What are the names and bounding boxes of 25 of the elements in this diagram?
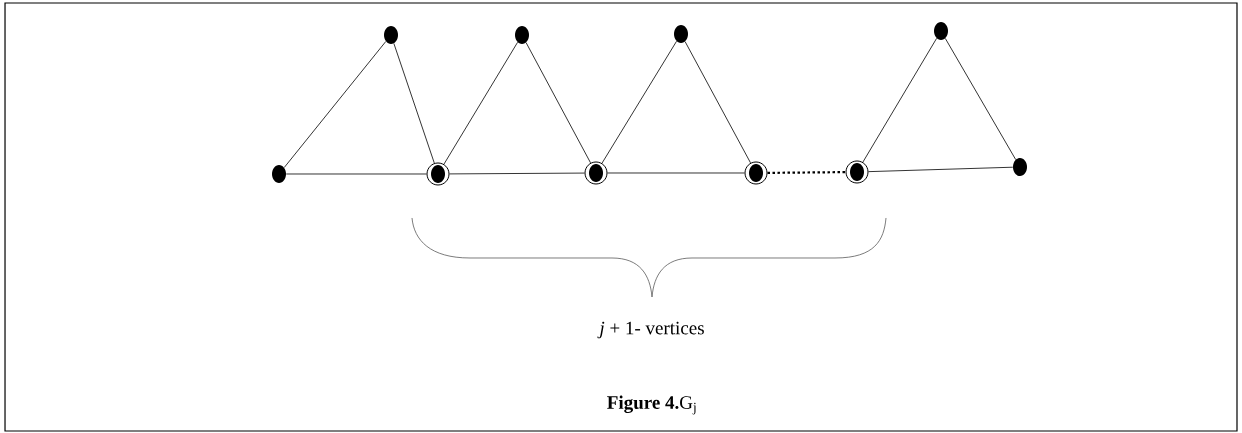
brace-label: j + 1- vertices xyxy=(597,321,704,339)
ringed-vertex xyxy=(584,161,608,185)
edge-line xyxy=(607,172,745,174)
ringed-vertex xyxy=(426,162,450,186)
edge-line xyxy=(283,41,387,168)
figure-caption: Figure 4.G$_{j}$ xyxy=(607,395,696,415)
ringed-vertex xyxy=(744,161,768,185)
edge-line xyxy=(601,40,677,164)
dotted-edge xyxy=(767,171,846,174)
ringed-vertex xyxy=(845,160,869,184)
edge-line xyxy=(684,41,751,164)
vertex xyxy=(934,22,948,40)
vertex xyxy=(1013,158,1027,176)
edge-line xyxy=(443,41,518,165)
edge-line xyxy=(862,37,938,163)
vertex xyxy=(674,25,688,43)
edge-line xyxy=(285,173,427,175)
vertex xyxy=(272,165,286,183)
edge-line xyxy=(393,43,435,164)
edge-line xyxy=(449,172,585,175)
edge-line xyxy=(868,166,1014,173)
edge-line xyxy=(944,38,1017,160)
vertex xyxy=(384,26,398,44)
edge-line xyxy=(525,42,591,164)
vertex xyxy=(515,26,529,44)
